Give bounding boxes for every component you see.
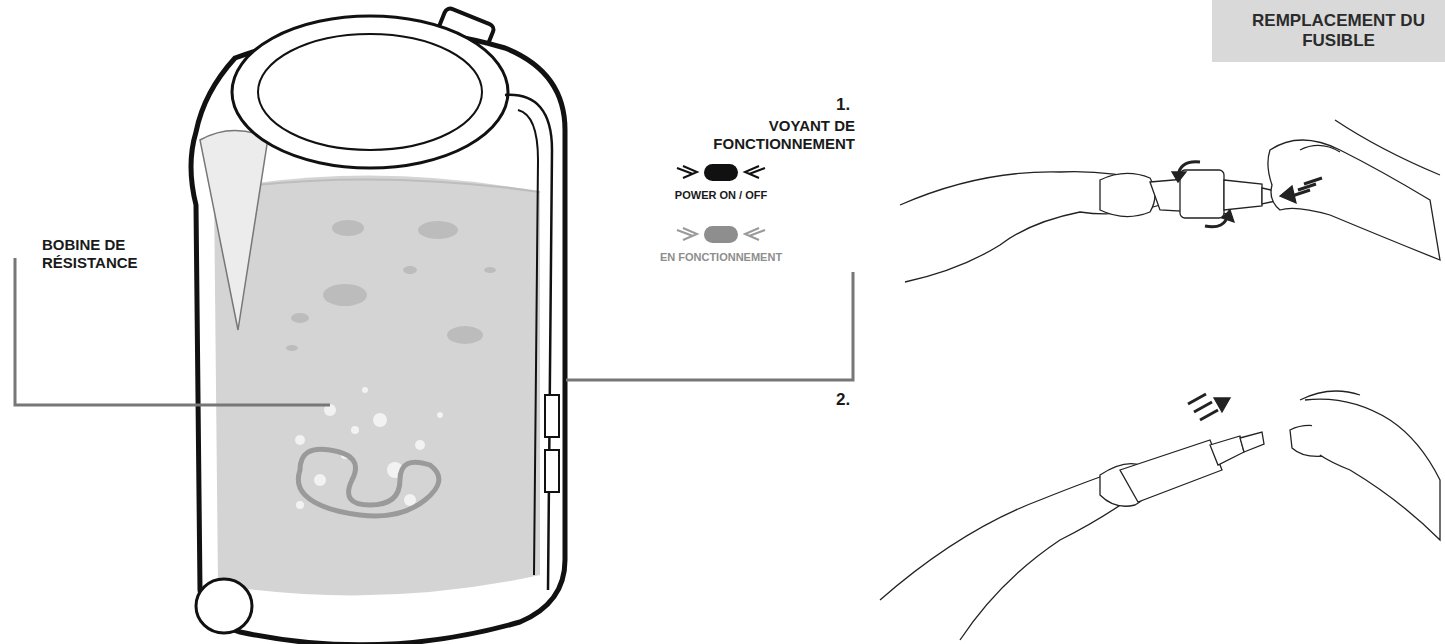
kettle-part-part (351, 426, 359, 434)
kettle-part-part (415, 440, 425, 450)
leader-line (566, 272, 853, 380)
fuse-step-1-part (1172, 172, 1186, 182)
resistance-coil (298, 449, 439, 516)
kettle-part (232, 16, 508, 168)
fuse-step-2-part (1300, 391, 1360, 400)
step-number: 1. (836, 95, 866, 115)
kettle-part-part (447, 326, 483, 344)
fuse-step-2-part (1210, 436, 1244, 465)
banner-text-group: REMPLACEMENT DU FUSIBLE (1222, 11, 1435, 51)
fuse-step-1-part (1292, 178, 1322, 196)
fuse-step-1-part (1268, 140, 1440, 260)
fuse-step-2-part (1214, 398, 1230, 412)
kettle-part-part (404, 494, 416, 506)
part-label: BOBINE DE RÉSISTANCE (42, 236, 202, 272)
fuse-step-2-part (1120, 440, 1222, 502)
kettle-part-part (291, 313, 309, 323)
fuse-step-1-part (1180, 170, 1224, 218)
fuse-step-2-part (1240, 432, 1264, 452)
state-label: POWER ON / OFF (640, 189, 802, 202)
led-symbols-part (745, 228, 765, 240)
fuse-step-1-part (900, 172, 1160, 282)
kettle-part (214, 175, 540, 595)
fuse-step-1-part (1335, 120, 1440, 175)
kettle-part-part (373, 413, 387, 427)
kettle-part-part (332, 220, 364, 236)
step-number: 2. (836, 390, 866, 410)
kettle-part (286, 220, 496, 351)
led-symbols-part (704, 226, 738, 243)
kettle-part-part (286, 345, 298, 351)
kettle-part-part (362, 387, 368, 393)
fuse-step-1 (900, 120, 1440, 282)
kettle-part-part (296, 501, 304, 509)
kettle-part-part (484, 267, 496, 273)
fuse-step-1-part (1300, 145, 1340, 152)
state-label: EN FONCTIONNEMENT (630, 251, 812, 264)
kettle-part-part (437, 412, 443, 418)
section-banner: REMPLACEMENT DU FUSIBLE (1212, 0, 1445, 62)
led-symbols-part (677, 228, 697, 240)
led-symbols (677, 164, 765, 243)
kettle-part-part (418, 221, 458, 239)
kettle-part (505, 95, 552, 590)
fuse-step-1-part (1280, 186, 1296, 203)
kettle (191, 7, 565, 644)
kettle-part (200, 130, 268, 330)
fuse-step-2 (880, 391, 1440, 640)
led-symbols-part (704, 164, 738, 181)
led-symbols-part (745, 166, 765, 178)
indicator-label: VOYANT DE FONCTIONNEMENT (690, 117, 855, 153)
kettle-part (258, 34, 482, 150)
kettle-part (196, 579, 252, 633)
kettle-part (545, 395, 559, 437)
kettle-part (518, 110, 538, 575)
kettle-part (545, 450, 559, 492)
fuse-step-1-part (1222, 210, 1234, 222)
kettle-part (214, 179, 540, 192)
kettle-part-part (403, 266, 417, 274)
fuse-step-2-part (1305, 399, 1440, 540)
banner-title: REMPLACEMENT DU FUSIBLE (1242, 11, 1435, 51)
fuse-step-2-part (880, 470, 1135, 640)
fuse-step-1-part (1224, 180, 1262, 210)
kettle-part-part (314, 474, 326, 486)
kettle-part-part (323, 284, 367, 306)
leader-line (15, 258, 330, 405)
led-symbols-part (677, 166, 697, 178)
fuse-step-1-part (1100, 173, 1155, 216)
kettle-part-part (295, 435, 305, 445)
